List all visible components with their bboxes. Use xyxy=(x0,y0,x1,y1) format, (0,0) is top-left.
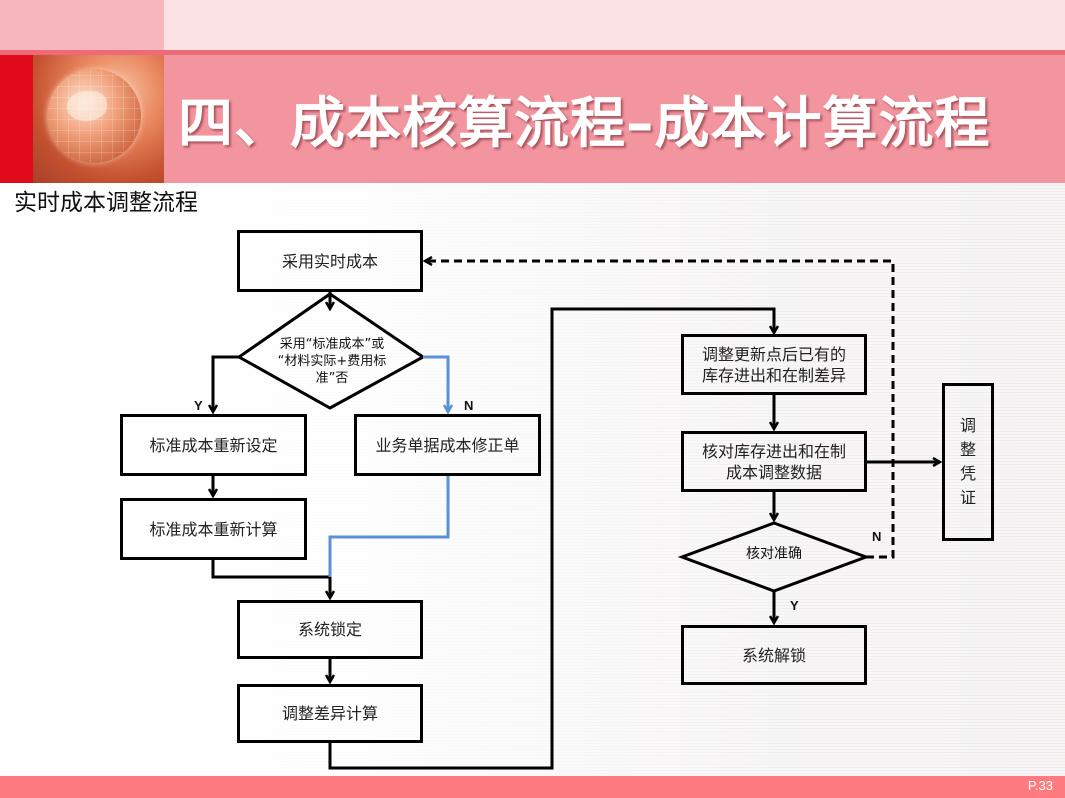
label-yes-2: Y xyxy=(790,598,799,613)
arrow-correction-to-lock xyxy=(328,475,450,577)
header-top-right-band xyxy=(164,0,1065,50)
node-recalc-standard: 标准成本重新计算 xyxy=(120,498,307,560)
label-yes-1: Y xyxy=(194,398,203,413)
decision-diamond-standard xyxy=(236,292,426,410)
globe-icon xyxy=(47,69,141,163)
node-label-line-1: 调整更新点后已有的 xyxy=(701,344,846,364)
node-adjust-diff-calc: 调整差异计算 xyxy=(237,684,423,743)
page-number: P.33 xyxy=(1027,778,1053,793)
arrow-decision-no xyxy=(423,355,448,412)
node-label-line-1: 核对库存进出和在制 xyxy=(701,441,846,461)
slide-title: 四、成本核算流程–成本计算流程 xyxy=(178,91,991,155)
node-label: 标准成本重新计算 xyxy=(149,519,278,539)
node-doc-correction: 业务单据成本修正单 xyxy=(354,414,541,476)
header-red-accent xyxy=(0,55,33,183)
decision-line-3: 准”否 xyxy=(315,371,349,386)
node-reset-standard: 标准成本重新设定 xyxy=(120,414,307,476)
node-label: 标准成本重新设定 xyxy=(149,435,278,455)
decision-standard-label: 采用“标准成本”或 “材料实际+费用标 准”否 xyxy=(262,336,402,387)
node-label-line-2: 库存进出和在制差异 xyxy=(701,365,846,385)
arrow-decision-yes xyxy=(213,355,239,412)
node-label: 采用实时成本 xyxy=(281,251,378,271)
voucher-char: 整 xyxy=(959,440,976,459)
decision-line-2: “材料实际+费用标 xyxy=(277,354,387,369)
node-system-unlock: 系统解锁 xyxy=(681,625,867,685)
arrow-calc-to-update xyxy=(328,307,774,770)
node-label: 系统解锁 xyxy=(741,645,806,665)
background-fade xyxy=(0,183,1065,776)
footer-bar xyxy=(0,776,1065,798)
globe-image xyxy=(33,55,164,183)
voucher-char: 调 xyxy=(959,416,976,435)
label-no-1: N xyxy=(464,398,474,413)
node-use-realtime-cost: 采用实时成本 xyxy=(237,230,423,292)
voucher-char: 证 xyxy=(959,488,976,507)
arrow-decision-no-loop xyxy=(425,261,895,559)
node-label: 业务单据成本修正单 xyxy=(375,435,520,455)
node-update-diff: 调整更新点后已有的 库存进出和在制差异 xyxy=(681,334,867,395)
section-subtitle: 实时成本调整流程 xyxy=(14,190,198,216)
node-verify-data: 核对库存进出和在制 成本调整数据 xyxy=(681,431,867,492)
header-divider-line xyxy=(0,50,1065,55)
node-label-line-2: 成本调整数据 xyxy=(725,462,822,482)
voucher-char: 凭 xyxy=(959,464,976,483)
arrow-recalc-to-lock xyxy=(211,559,330,598)
node-adjust-voucher: 调 整 凭 证 xyxy=(942,383,994,541)
node-label: 系统锁定 xyxy=(297,620,362,639)
header-top-left-band xyxy=(0,0,164,50)
title-band xyxy=(164,55,1065,183)
label-no-2: N xyxy=(872,529,882,544)
decision-line-1: 采用“标准成本”或 xyxy=(279,337,385,352)
node-label: 调整差异计算 xyxy=(281,704,378,723)
decision-accurate-label: 核对准确 xyxy=(746,546,802,562)
node-system-lock: 系统锁定 xyxy=(237,600,423,659)
